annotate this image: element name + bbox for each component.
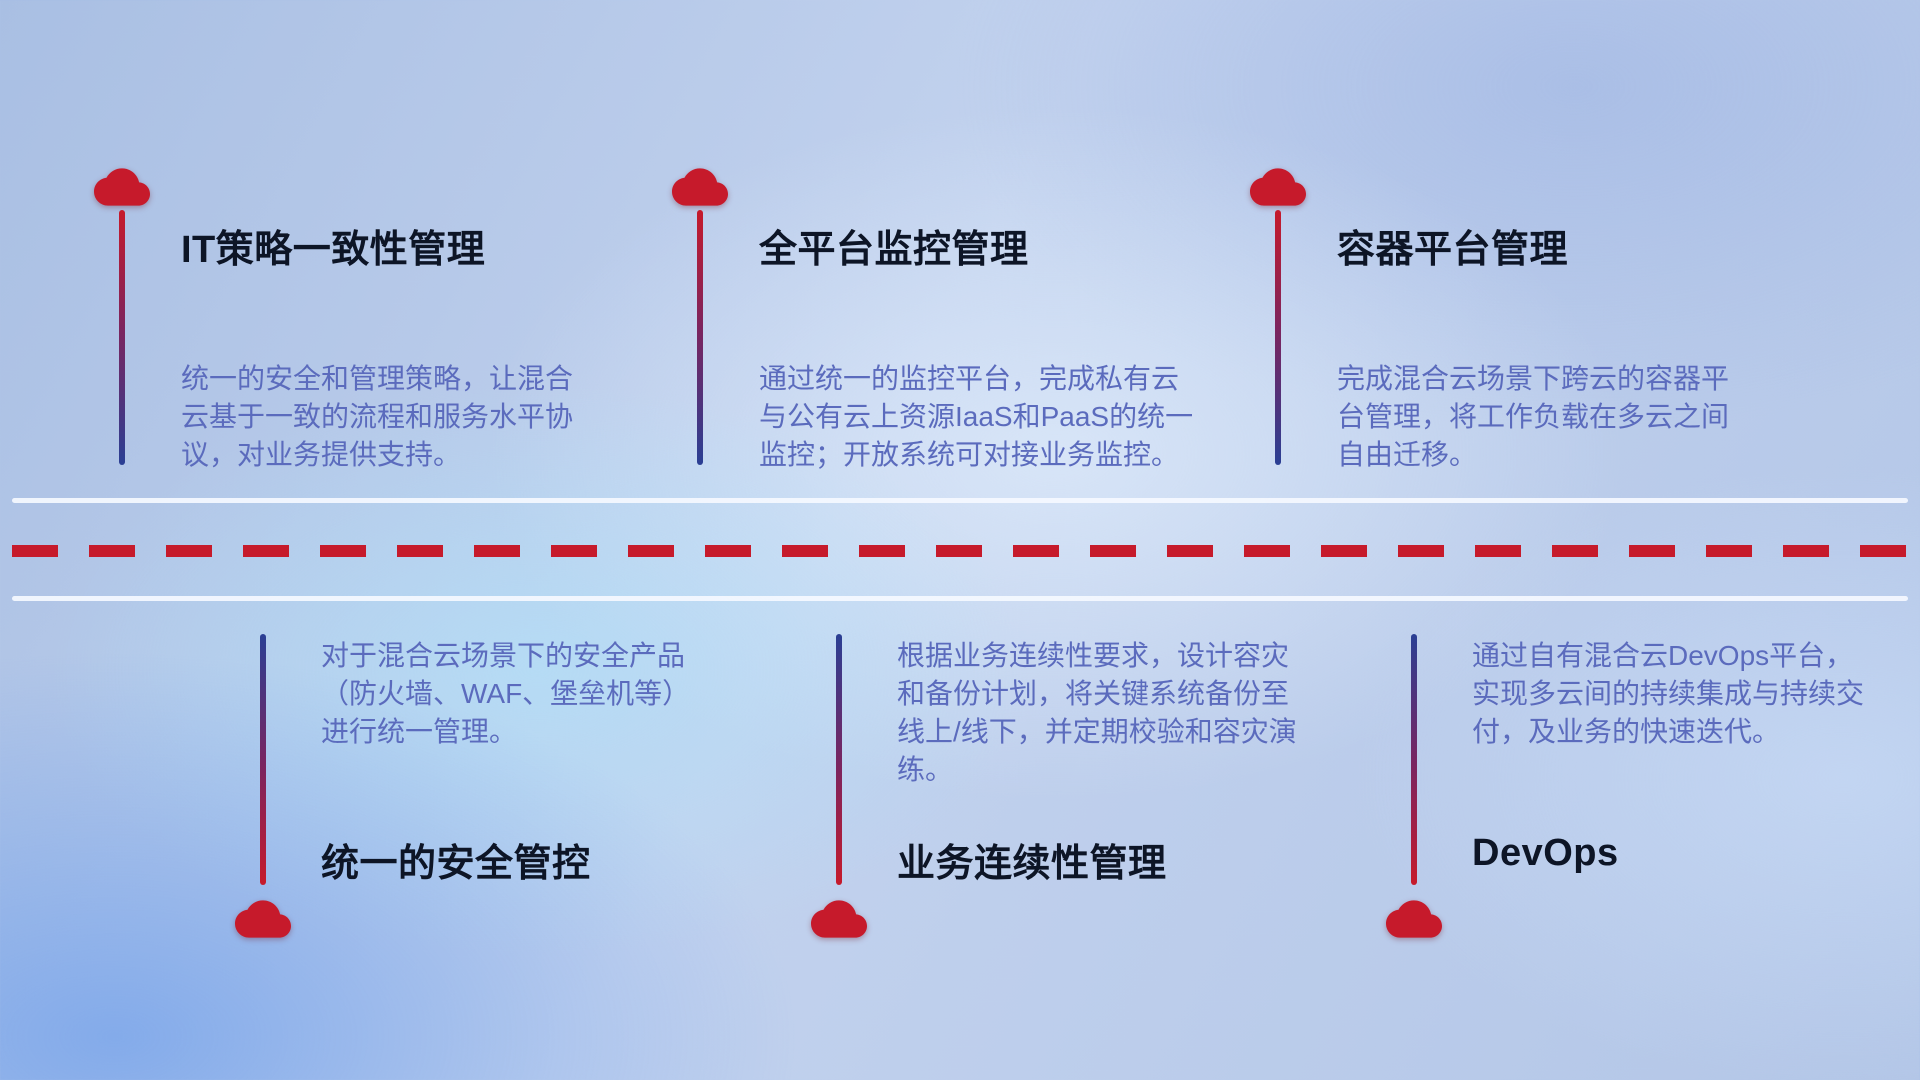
feature-it-policy-consistency: IT策略一致性管理 统一的安全和管理策略，让混合云基于一致的流程和服务水平协议，… <box>88 160 648 490</box>
timeline-pole <box>119 210 125 465</box>
feature-description: 对于混合云场景下的安全产品（防火墙、WAF、堡垒机等）进行统一管理。 <box>321 640 691 747</box>
feature-container-platform: 容器平台管理 完成混合云场景下跨云的容器平台管理，将工作负载在多云之间自由迁移。 <box>1244 160 1804 490</box>
timeline-pole <box>260 634 266 885</box>
feature-description: 通过自有混合云DevOps平台，实现多云间的持续集成与持续交付，及业务的快速迭代… <box>1472 640 1865 747</box>
feature-description: 完成混合云场景下跨云的容器平台管理，将工作负载在多云之间自由迁移。 <box>1337 363 1730 470</box>
road-edge-line-top <box>12 498 1908 503</box>
cloud-icon <box>94 168 150 206</box>
feature-business-continuity: 根据业务连续性要求，设计容灾和备份计划，将关键系统备份至线上/线下，并定期校验和… <box>805 620 1365 960</box>
feature-devops: 通过自有混合云DevOps平台，实现多云间的持续集成与持续交付，及业务的快速迭代… <box>1380 620 1920 960</box>
cloud-icon <box>1250 168 1306 206</box>
cloud-icon <box>811 900 867 938</box>
feature-unified-security: 对于混合云场景下的安全产品（防火墙、WAF、堡垒机等）进行统一管理。 统一的安全… <box>229 620 789 960</box>
cloud-icon <box>1386 900 1442 938</box>
cloud-icon <box>235 900 291 938</box>
feature-title: 业务连续性管理 <box>897 843 1167 885</box>
timeline-pole <box>697 210 703 465</box>
feature-title: 统一的安全管控 <box>321 843 591 885</box>
feature-title: IT策略一致性管理 <box>181 229 486 271</box>
timeline-pole <box>836 634 842 885</box>
road-edge-line-bottom <box>12 596 1908 601</box>
road-dashed-centerline <box>12 545 1908 557</box>
cloud-icon <box>672 168 728 206</box>
feature-title: 全平台监控管理 <box>759 229 1029 271</box>
timeline-pole <box>1411 634 1417 885</box>
feature-platform-monitoring: 全平台监控管理 通过统一的监控平台，完成私有云与公有云上资源IaaS和PaaS的… <box>666 160 1226 490</box>
feature-description: 统一的安全和管理策略，让混合云基于一致的流程和服务水平协议，对业务提供支持。 <box>181 363 574 470</box>
feature-title: 容器平台管理 <box>1337 229 1569 271</box>
feature-title: DevOps <box>1472 832 1619 874</box>
timeline-pole <box>1275 210 1281 465</box>
feature-description: 通过统一的监控平台，完成私有云与公有云上资源IaaS和PaaS的统一监控；开放系… <box>759 363 1194 470</box>
feature-description: 根据业务连续性要求，设计容灾和备份计划，将关键系统备份至线上/线下，并定期校验和… <box>897 640 1297 785</box>
